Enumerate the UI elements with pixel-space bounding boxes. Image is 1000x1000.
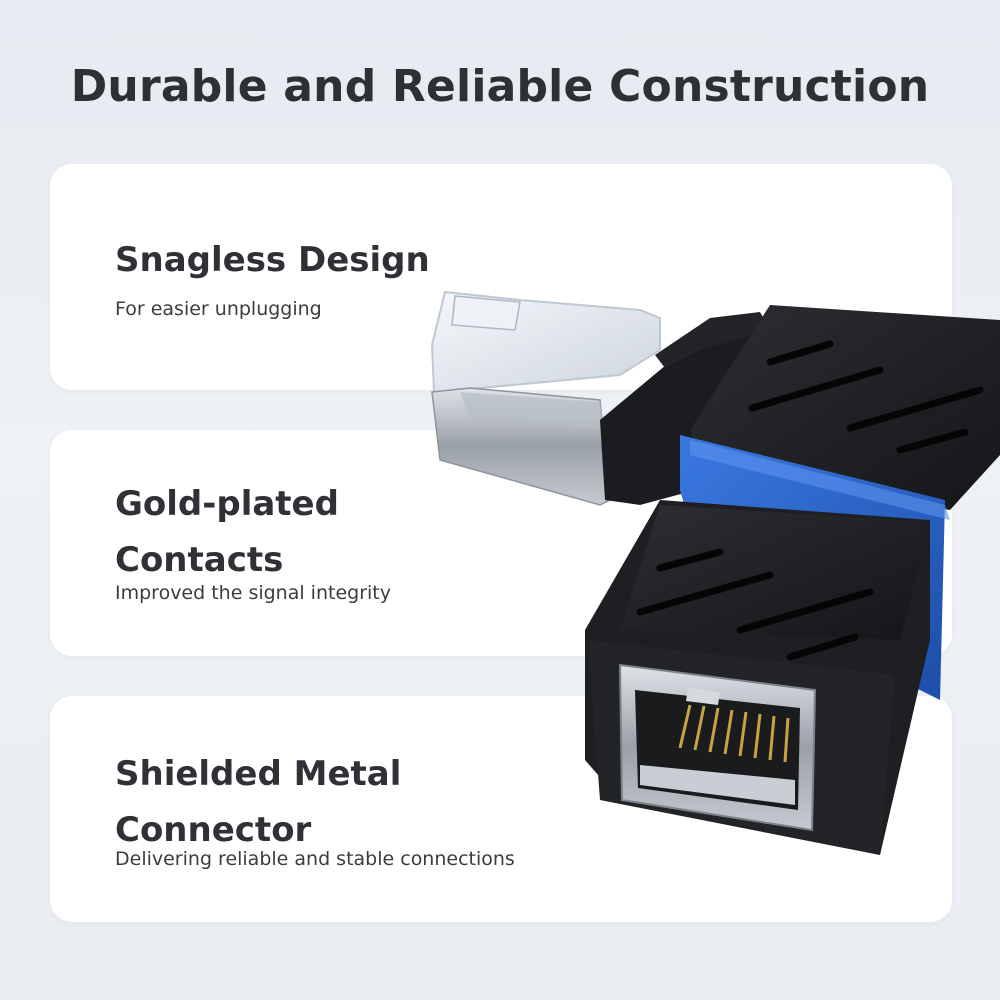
feature-subtitle: Delivering reliable and stable connectio… — [115, 848, 515, 870]
rj45-adapter-illustration — [430, 290, 1000, 855]
page-title: Durable and Reliable Construction — [70, 61, 930, 113]
feature-title: Shielded Metal Connector — [115, 754, 402, 850]
feature-subtitle: Improved the signal integrity — [115, 582, 391, 604]
rj45-plug-icon — [430, 290, 661, 506]
feature-title: Gold-plated Contacts — [115, 484, 339, 580]
feature-subtitle: For easier unplugging — [115, 298, 322, 320]
feature-title: Snagless Design — [115, 240, 430, 280]
gold-pins-icon — [678, 704, 790, 763]
rj45-jack-icon — [618, 663, 817, 832]
